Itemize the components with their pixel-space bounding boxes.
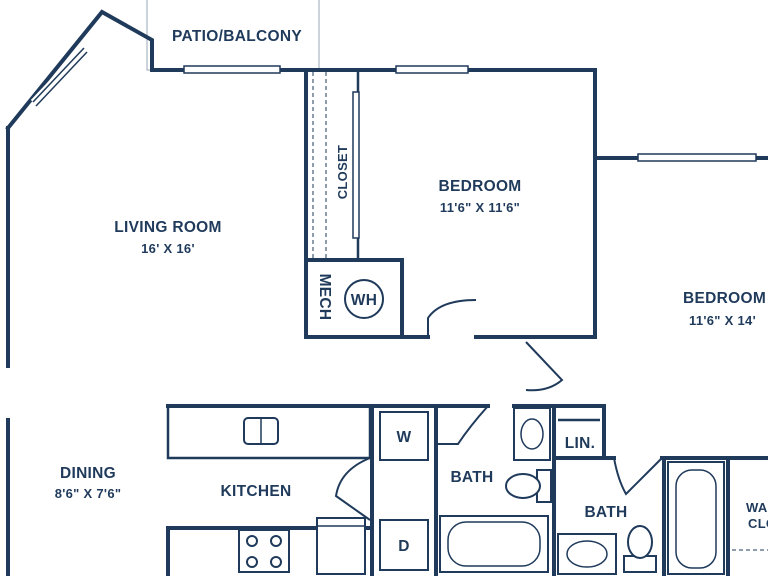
kitchen: KITCHEN (166, 404, 372, 576)
window-bedroom1 (395, 65, 469, 74)
bath1-sink-icon (513, 407, 551, 461)
window-diagonal (30, 45, 88, 107)
bath2-toilet-icon (627, 525, 653, 559)
washer-label: W (397, 429, 412, 446)
dryer-label: D (398, 538, 410, 555)
bath1: BATH (436, 404, 556, 576)
dining-label: DINING (60, 465, 116, 482)
refrigerator-icon (316, 517, 366, 575)
bedroom2-dim: 11'6" X 14' (689, 313, 756, 328)
water-heater-label: WH (351, 292, 377, 309)
outer-walls (5, 9, 768, 576)
dining-dim: 8'6" X 7'6" (55, 486, 122, 501)
bedroom1-label: BEDROOM (438, 178, 521, 195)
window-living (183, 65, 281, 74)
walkin-label-line2: CLO (748, 516, 768, 531)
living-room-dim: 16' X 16' (141, 241, 195, 256)
bedroom1-walls (400, 299, 597, 339)
window-bedroom2 (637, 153, 757, 162)
water-heater-icon (344, 279, 384, 319)
bath2: BATH (557, 456, 768, 576)
laundry: W D (370, 404, 490, 576)
hall-door (525, 341, 564, 392)
room-labels: LIVING ROOM 16' X 16' BEDROOM 11'6" X 11… (55, 178, 766, 501)
washer-icon (379, 411, 429, 461)
linen-label: LIN. (565, 435, 595, 452)
living-room-label: LIVING ROOM (114, 219, 222, 236)
bedroom1-dim: 11'6" X 11'6" (440, 200, 520, 215)
walkin-label-line1: WA (746, 500, 768, 515)
windows (30, 45, 757, 162)
bedroom1-door (427, 299, 477, 337)
walkin-closet: WA CLO (746, 500, 768, 531)
bedroom2-label: BEDROOM (683, 290, 766, 307)
kitchen-label: KITCHEN (221, 483, 292, 500)
bath1-toilet-icon (505, 473, 541, 499)
bath2-door (613, 457, 663, 496)
bath1-tub-icon (439, 515, 549, 573)
bath2-label: BATH (584, 504, 627, 521)
patio-label: PATIO/BALCONY (172, 28, 302, 45)
linen-closet: LIN. (552, 404, 606, 460)
closet-mech: CLOSET MECH WH (304, 68, 404, 339)
closet-label: CLOSET (335, 145, 350, 200)
bath1-label: BATH (450, 469, 493, 486)
closet-door-slider (352, 91, 360, 239)
kitchen-door (334, 457, 371, 521)
bath1-door (436, 405, 489, 445)
dryer-icon (379, 519, 429, 571)
mech-label: MECH (316, 274, 333, 321)
stove-icon (238, 529, 290, 573)
patio-balcony: PATIO/BALCONY (146, 0, 320, 71)
